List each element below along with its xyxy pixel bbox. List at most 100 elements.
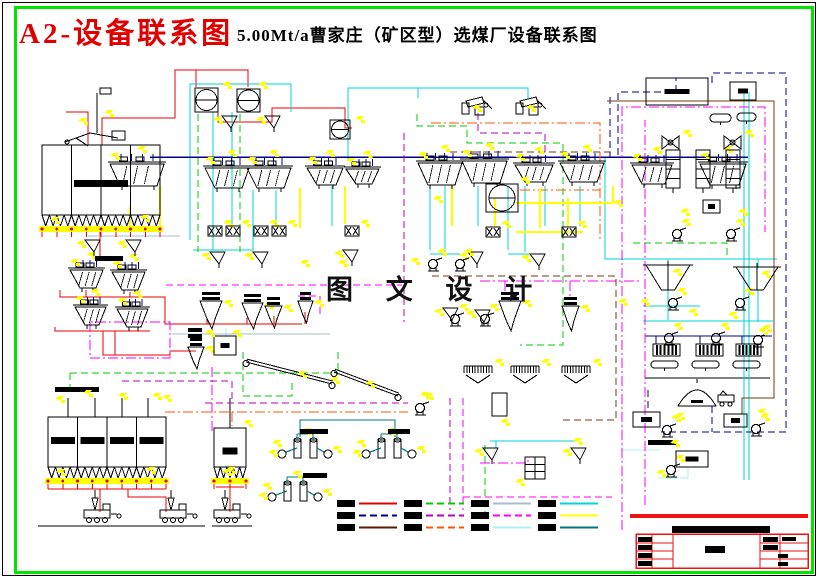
loco-symbol xyxy=(213,490,252,523)
drawing-main-title: 5.00Mt/a曹家庄（矿区型）选煤厂设备联系图 xyxy=(237,26,598,45)
box-symbol xyxy=(723,413,748,428)
loco-symbol xyxy=(83,490,122,523)
funnel-symbol xyxy=(76,239,101,256)
convd-symbol xyxy=(242,358,336,389)
pump-symbol xyxy=(725,219,745,242)
oval-symbol xyxy=(709,113,732,125)
pump-symbol xyxy=(661,415,681,438)
pump-symbol xyxy=(667,288,687,311)
pump-symbol xyxy=(454,249,474,272)
drum-symbol xyxy=(194,87,219,113)
box-symbol xyxy=(491,392,508,417)
funnel-symbol xyxy=(201,251,226,268)
machine-symbol xyxy=(461,96,493,116)
xbox-symbol xyxy=(344,220,370,237)
drum-symbol xyxy=(329,119,351,140)
loco-symbol xyxy=(159,490,198,523)
press-symbol xyxy=(695,343,724,357)
screen-symbol xyxy=(513,147,555,186)
bar-symbol xyxy=(55,387,99,392)
col4-symbol xyxy=(695,149,711,193)
cyclone-symbol xyxy=(264,297,293,330)
pump-symbol xyxy=(665,455,685,478)
press-symbol xyxy=(652,343,681,357)
cyclone-symbol xyxy=(498,292,532,333)
bar-symbol xyxy=(300,429,328,434)
bin-symbol xyxy=(211,427,249,489)
funnel-symbol xyxy=(256,115,281,132)
bar-symbol xyxy=(188,334,202,338)
press-symbol xyxy=(735,343,762,357)
pump-symbol xyxy=(449,304,469,327)
cyclone-symbol xyxy=(199,292,233,331)
machine-symbol xyxy=(515,96,547,116)
bar-symbol xyxy=(648,440,676,445)
inner-border xyxy=(14,6,814,574)
screen-symbol xyxy=(108,146,166,190)
pump-symbol xyxy=(671,219,691,242)
box-symbol xyxy=(702,199,721,214)
bin-symbol xyxy=(39,144,163,237)
screen-symbol xyxy=(110,254,147,294)
legend xyxy=(337,500,598,531)
col4-symbol xyxy=(665,149,681,193)
pump-symbol xyxy=(734,288,754,311)
box-symbol xyxy=(213,335,237,356)
drawing-code-title: A2-设备联系图 xyxy=(19,18,234,50)
bar-symbol xyxy=(188,328,202,332)
bar-symbol xyxy=(388,429,410,434)
pump-symbol xyxy=(427,249,447,272)
dome-symbol xyxy=(677,378,717,407)
bowtie-symbol xyxy=(661,130,692,151)
bar-symbol xyxy=(95,256,123,261)
funnel-symbol xyxy=(562,447,587,464)
comb-symbol xyxy=(561,359,602,384)
funnel-symbol xyxy=(466,309,491,326)
col4-symbol xyxy=(725,149,741,193)
pgrp-symbol xyxy=(258,471,332,502)
screen-symbol xyxy=(344,151,381,188)
pump-symbol xyxy=(663,323,683,346)
screen-symbol xyxy=(203,150,251,192)
screen-symbol xyxy=(460,143,509,187)
thickener-symbol xyxy=(643,261,693,291)
funnel-symbol xyxy=(521,253,546,270)
drum-symbol xyxy=(485,183,519,213)
comb-symbol xyxy=(510,359,551,384)
funnel-symbol xyxy=(334,249,359,266)
box-symbol xyxy=(729,81,757,101)
xbox-symbol xyxy=(271,220,297,237)
gridbox-symbol xyxy=(515,456,546,486)
thickener-symbol xyxy=(733,263,781,291)
box-symbol xyxy=(645,77,709,106)
title-block xyxy=(630,514,809,569)
funnel-symbol xyxy=(213,115,238,132)
oval-symbol xyxy=(732,360,761,371)
screen-symbol xyxy=(73,289,108,329)
cyclone-symbol xyxy=(187,338,215,371)
screen-symbol xyxy=(115,291,150,331)
screen-symbol xyxy=(245,150,293,192)
watermark-text: 图 文 设 计 xyxy=(326,275,546,305)
cart-symbol xyxy=(717,390,735,407)
cyclone-symbol xyxy=(297,292,324,325)
comb-symbol xyxy=(463,359,504,384)
screen-symbol xyxy=(68,252,105,292)
xbox-symbol xyxy=(225,220,251,237)
mech-symbol xyxy=(64,87,126,147)
box-symbol xyxy=(632,411,661,428)
funnel-symbol xyxy=(474,447,499,464)
box-symbol xyxy=(675,450,709,468)
xbox-symbol xyxy=(485,221,511,238)
funnel-symbol xyxy=(117,239,142,256)
cyclone-symbol xyxy=(561,297,590,333)
bin-symbol xyxy=(45,416,169,489)
oval-symbol xyxy=(736,112,757,124)
drum-symbol xyxy=(236,88,261,113)
screen-symbol xyxy=(416,145,464,189)
xbox-symbol xyxy=(561,221,587,238)
oval-symbol xyxy=(691,360,720,371)
